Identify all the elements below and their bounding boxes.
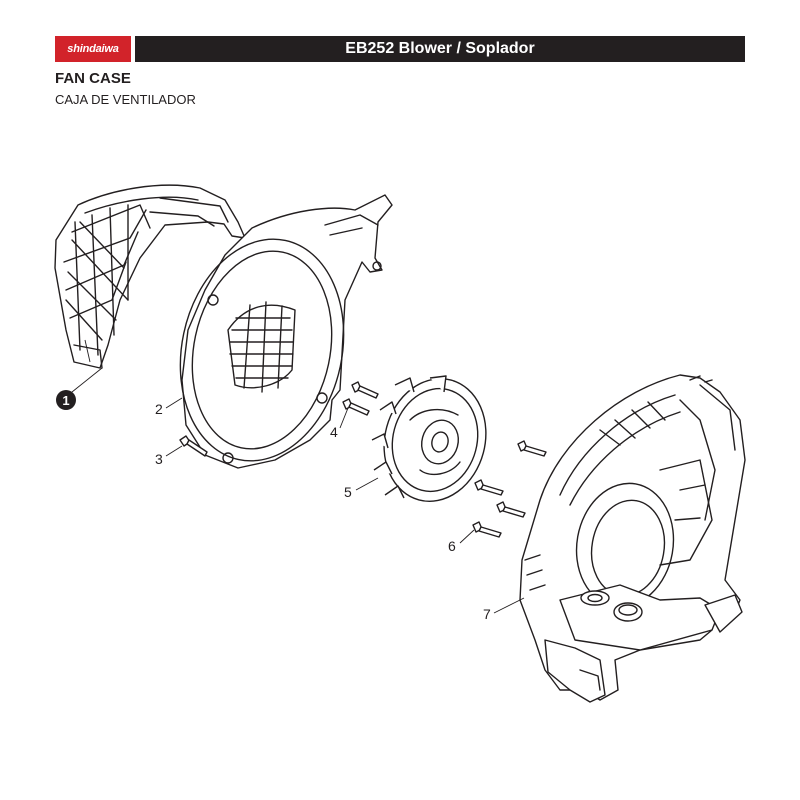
part-1-fan-cover: [54, 184, 246, 369]
part-7-main-housing: [519, 374, 746, 703]
page-title: EB252 Blower / Soplador: [345, 40, 535, 57]
section-subtitle: CAJA DE VENTILADOR: [55, 92, 196, 107]
callout-1: 1: [56, 390, 76, 410]
section-title: FAN CASE: [55, 70, 131, 87]
part-4-bolts: [342, 381, 379, 416]
header-bar: shindaiwa EB252 Blower / Soplador: [55, 36, 745, 62]
part-5-fan: [371, 375, 487, 502]
callout-7-label: 7: [483, 606, 491, 622]
brand-logo: shindaiwa: [55, 36, 131, 62]
callout-6-label: 6: [448, 538, 456, 554]
callout-1-label: 1: [62, 393, 69, 408]
part-2-fan-case: [179, 194, 393, 469]
callout-2-label: 2: [155, 401, 163, 417]
callout-4-label: 4: [330, 424, 338, 440]
part-6-bolts: [472, 440, 547, 538]
title-bar: EB252 Blower / Soplador: [135, 36, 745, 62]
brand-logo-text: shindaiwa: [67, 43, 119, 55]
callout-3-label: 3: [155, 451, 163, 467]
callout-5-label: 5: [344, 484, 352, 500]
part-3-bolt: [179, 435, 208, 457]
leader-lines: [71, 367, 525, 614]
